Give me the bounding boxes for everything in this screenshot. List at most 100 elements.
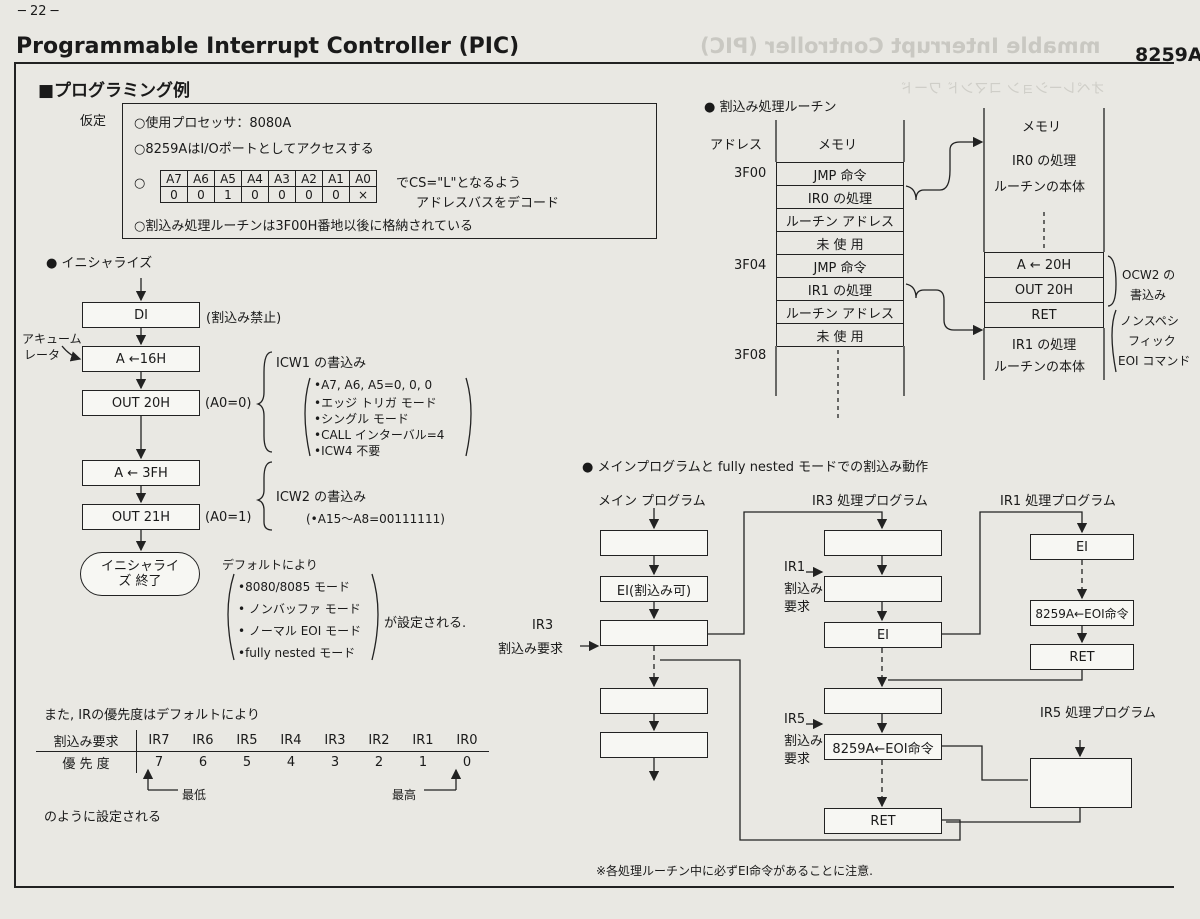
main-box-5 [600,732,708,758]
default-item-1: •8080/8085 モード [238,580,351,594]
di-note: (割込み禁止) [206,311,282,326]
priority-intro: また, IRの優先度はデフォルトにより [44,708,260,723]
prio-row1-label: 割込み要求 [36,730,137,752]
accumulator-label-1: アキューム [22,332,82,346]
priority-ir-cell: IR6 [181,730,225,752]
right-cell-ret: RET [985,303,1103,328]
flow-init-end: イニシャライズ 終了 [80,552,200,596]
accumulator-label-2: レータ [24,348,61,362]
ir1-box-eoi: 8259A←EOI命令 [1030,600,1134,626]
addr-3f08: 3F08 [734,348,767,363]
priority-level-cell: 6 [198,755,208,770]
section-heading: ■プログラミング例 [38,81,191,101]
right-cell-a20h: A ← 20H [985,253,1103,278]
nested-heading: ● メインプログラムと fully nested モードでの割込み動作 [582,460,929,475]
addr-bit-value: × [349,186,377,203]
addr-column-label: アドレス [710,138,763,153]
nonspec-label-3: EOI コマンド [1118,354,1191,368]
default-item-4: •fully nested モード [238,646,356,660]
ir3-box-2 [824,576,942,602]
priority-ir-cell: IR1 [401,730,445,752]
main-box-3 [600,620,708,646]
default-item-2: • ノンバッファ モード [238,602,361,616]
ir3-box-eoi: 8259A←EOI命令 [824,734,942,760]
assumption-box [122,103,657,239]
default-tail: が設定される. [384,616,467,631]
flow-di: DI [82,302,200,328]
highest-label: 最高 [392,788,417,802]
mem-cell-8: 未 使 用 [777,324,903,347]
icw1-item-3: •シングル モード [314,412,409,426]
mem-column-label: メモリ [818,138,858,153]
addr-bit-header: A2 [295,170,323,187]
mem-cell-2: IR0 の処理 [777,186,903,209]
prio-row2-label: 優 先 度 [36,751,137,773]
ocw2-label-2: 書込み [1130,288,1167,302]
ir3-box-ret: RET [824,808,942,834]
ir5-request-3: 要求 [784,752,811,767]
memory-heading: ● 割込み処理ルーチン [704,100,837,115]
priority-level-cell: 1 [418,755,428,770]
assume-line-2: ○8259AはI/Oポートとしてアクセスする [134,142,374,157]
nonspec-label-1: ノンスペシ [1120,314,1179,328]
ir3-box-1 [824,530,942,556]
ir1-request-1: IR1 [784,560,806,575]
icw1-item-2: •エッジ トリガ モード [314,396,437,410]
icw1-item-1: •A7, A6, A5=0, 0, 0 [314,378,433,392]
addr-note-2: アドレスバスをデコード [416,196,560,211]
mem-cell-1: JMP 命令 [777,163,903,186]
ir3-request-2: 割込み要求 [498,642,564,657]
ir1-request-3: 要求 [784,600,811,615]
page-number: ─ 22 ─ [18,4,59,19]
priority-ir-cell: IR0 [445,730,489,752]
nested-footnote: ※各処理ルーチン中に必ずEI命令があることに注意. [596,864,873,878]
icw2-title: ICW2 の書込み [276,490,367,505]
right-ir1-1: IR1 の処理 [1012,338,1077,353]
mem-right-label: メモリ [1022,120,1062,135]
mem-cell-4: 未 使 用 [777,232,903,255]
nonspec-label-2: フィック [1128,334,1176,348]
main-box-4 [600,688,708,714]
addr-bit-header: A5 [214,170,242,187]
priority-ir-cell: IR7 [136,730,181,752]
priority-ir-cell: IR2 [357,730,401,752]
addr-bit-header: A3 [268,170,296,187]
addr-3f00: 3F00 [734,166,767,181]
addr-prefix: ○ [134,176,146,191]
priority-ir-cell: IR5 [225,730,269,752]
main-box-ei: EI(割込み可) [600,576,708,602]
main-program-label: メイン プログラム [598,494,706,509]
icw2-item: (•A15～A8=00111111) [306,512,445,526]
icw1-item-5: •ICW4 不要 [314,444,381,458]
priority-level-cell: 4 [286,755,296,770]
addr-bit-value: 0 [187,186,215,203]
addr-bit-value: 0 [241,186,269,203]
assume-line-1: ○使用プロセッサ：8080A [134,116,292,131]
addr-3f04: 3F04 [734,258,767,273]
ir5-request-2: 割込み [784,734,824,749]
ir1-box-ei: EI [1030,534,1134,560]
mem-cell-5: JMP 命令 [777,255,903,278]
assume-label: 仮定 [80,114,107,129]
priority-level-cell: 3 [330,755,340,770]
memory-block: JMP 命令 IR0 の処理 ルーチン アドレス 未 使 用 JMP 命令 IR… [776,162,904,347]
right-ir0-1: IR0 の処理 [1012,154,1077,169]
default-title: デフォルトにより [222,558,318,572]
ir1-box-ret: RET [1030,644,1134,670]
ir5-box [1030,758,1132,808]
addr-note-1: でCS="L"となるよう [396,176,522,191]
a0-1-note: (A0=1) [205,510,252,525]
mem-cell-7: ルーチン アドレス [777,301,903,324]
assume-line-3: ○割込み処理ルーチンは3F00H番地以後に格納されている [134,219,474,234]
mem-cell-6: IR1 の処理 [777,278,903,301]
priority-level-cell: 5 [242,755,252,770]
right-mem-block: A ← 20H OUT 20H RET [984,252,1104,328]
ir3-box-ei: EI [824,622,942,648]
ir1-request-2: 割込み [784,582,824,597]
ocw2-label-1: OCW2 の [1122,268,1176,282]
priority-level-cell: 2 [374,755,384,770]
icw1-title: ICW1 の書込み [276,356,367,371]
